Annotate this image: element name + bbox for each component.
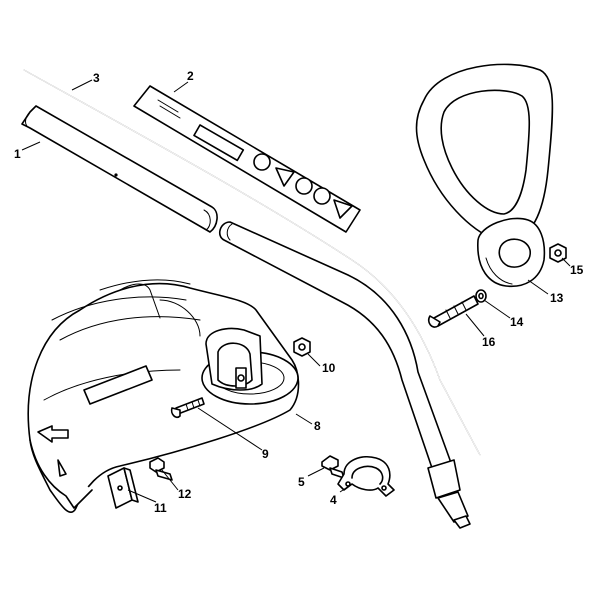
handle-nut [549,243,567,263]
guard-bolt [170,397,205,419]
callout-4: 4 [330,493,337,507]
callout-12: 12 [178,487,192,501]
callout-5: 5 [298,475,305,489]
callout-2: 2 [187,69,194,83]
callout-13: 13 [550,291,564,305]
callout-14: 14 [510,315,524,329]
callout-16: 16 [482,335,496,349]
decal-label [133,85,361,233]
leader-lines [21,79,571,503]
callout-9: 9 [262,447,269,461]
drive-tube [21,105,471,529]
handle-washer [475,289,487,303]
callout-labels: 1 2 3 4 5 8 9 10 11 12 13 14 15 16 [14,69,584,515]
flex-shaft [23,69,481,456]
loop-handle [415,63,554,288]
blade-screw [149,457,173,481]
callout-11: 11 [154,501,167,515]
callout-3: 3 [93,71,100,85]
guard-nut [293,337,311,357]
callout-8: 8 [314,419,321,433]
deflector-guard [27,279,300,513]
callout-10: 10 [322,361,336,375]
callout-1: 1 [14,147,21,161]
clamp-screw [321,455,345,479]
handle-bolt [427,295,479,328]
blade-plate [107,467,139,509]
clamp [337,456,395,497]
callout-15: 15 [570,263,584,277]
